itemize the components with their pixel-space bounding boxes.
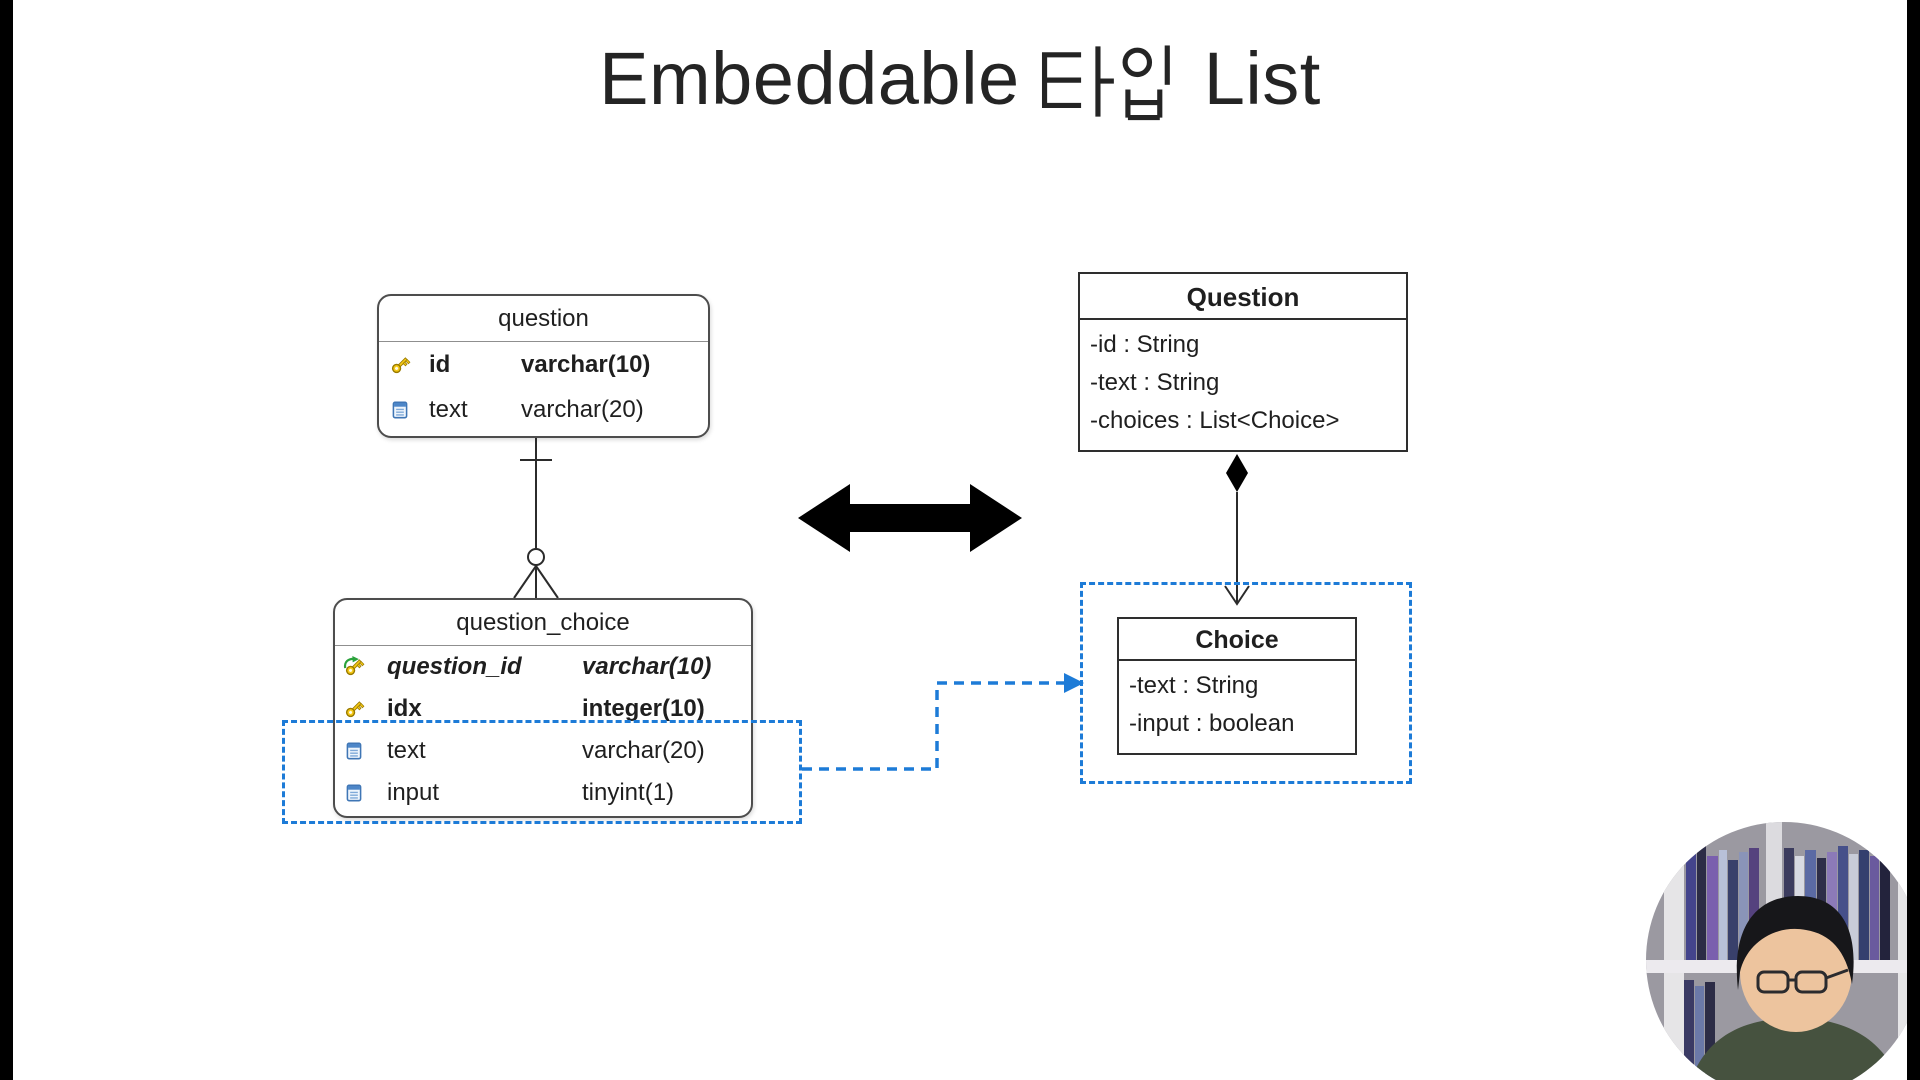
erd-table-question-choice-title: question_choice (335, 600, 751, 646)
uml-class-choice: Choice -text : String -input : boolean (1117, 617, 1357, 755)
erd-column-row-id: id varchar(10) (379, 342, 708, 387)
arrowhead-down-icon (1224, 585, 1250, 606)
mapping-dashed-arrow (802, 673, 1084, 771)
column-type: integer(10) (582, 695, 705, 722)
column-type: varchar(10) (582, 653, 712, 680)
uml-class-question: Question -id : String -text : String -ch… (1078, 272, 1408, 452)
column-icon (389, 399, 411, 421)
column-name: text (387, 737, 426, 764)
uml-attribute: -text : String (1129, 672, 1259, 699)
zero-cardinality-circle (527, 548, 545, 566)
erd-column-row-input: input tinyint(1) (335, 772, 751, 814)
foreign-primary-key-icon (343, 656, 365, 678)
column-type: tinyint(1) (582, 779, 675, 806)
column-name: text (429, 395, 468, 423)
uml-attribute: -id : String (1090, 331, 1200, 358)
presenter-shirt (1691, 1018, 1899, 1080)
letterbox-bar-right (1907, 0, 1920, 1080)
erd-column-row-text: text varchar(20) (335, 730, 751, 772)
uml-question-attributes: -id : String -text : String -choices : L… (1080, 320, 1406, 450)
uml-attribute: -input : boolean (1129, 710, 1295, 737)
presenter-person (1691, 896, 1899, 1080)
book-spines (1684, 846, 1890, 1080)
primary-key-icon (343, 698, 365, 720)
erd-column-row-text: text varchar(20) (379, 387, 708, 432)
webcam-overlay (1646, 822, 1920, 1080)
crows-foot-many-icon (513, 565, 559, 599)
presenter-hair (1736, 896, 1854, 990)
slide-title-prefix: Embeddable (599, 36, 1020, 120)
erd-table-question-title: question (379, 296, 708, 342)
bidirectional-mapping-arrow-icon (798, 484, 1022, 552)
column-name: id (429, 350, 451, 378)
erd-table-question-choice: question_choice question_id varchar(10) … (333, 598, 753, 818)
slide-title-suffix: List (1203, 36, 1321, 120)
column-type: varchar(20) (521, 395, 644, 423)
column-name: input (387, 779, 440, 806)
arrowhead-right-icon (1064, 673, 1084, 693)
erd-column-row-idx: idx integer(10) (335, 688, 751, 730)
uml-class-question-title: Question (1080, 274, 1406, 320)
column-type: varchar(10) (521, 350, 651, 378)
erd-table-question: question id varchar(10) text varchar(20) (377, 294, 710, 438)
letterbox-bar-left (0, 0, 13, 1080)
one-to-many-relationship-connector (513, 438, 559, 599)
presenter-glasses (1756, 968, 1849, 994)
uml-attribute: -text : String (1090, 369, 1220, 396)
primary-key-icon (389, 354, 411, 376)
composition-diamond-icon (1226, 454, 1248, 492)
embedded-columns-highlight-box (282, 720, 802, 824)
uml-class-choice-title: Choice (1119, 619, 1355, 661)
uml-choice-attributes: -text : String -input : boolean (1119, 661, 1355, 753)
column-name: idx (387, 695, 422, 722)
choice-highlight-box (1080, 582, 1412, 784)
uml-attribute: -choices : List<Choice> (1090, 407, 1340, 434)
presenter-face (1740, 912, 1852, 1032)
slide-title-korean-word: 타입 (1041, 45, 1170, 121)
column-name: question_id (387, 653, 522, 680)
erd-column-row-question-id: question_id varchar(10) (335, 646, 751, 688)
column-type: varchar(20) (582, 737, 705, 764)
slide-title: Embeddable 타입 List (0, 34, 1920, 122)
